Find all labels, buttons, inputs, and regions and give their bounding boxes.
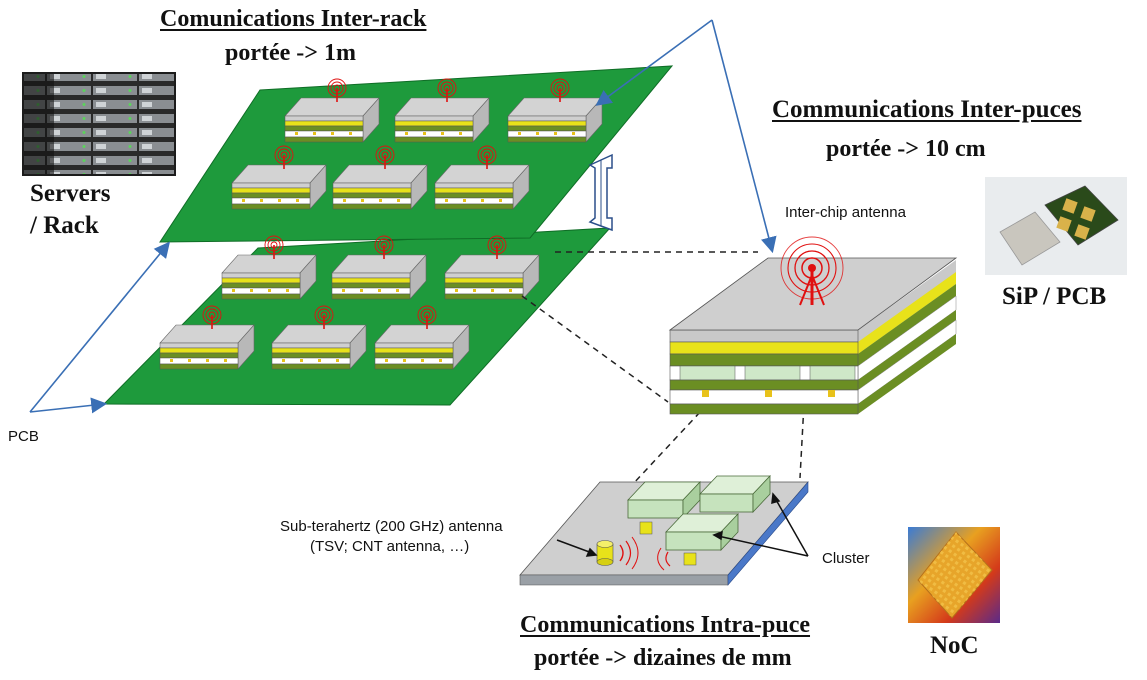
rack-label: / Rack xyxy=(30,212,99,239)
antenna-icon xyxy=(487,235,507,259)
antenna-icon xyxy=(202,305,222,329)
pcb-label: PCB xyxy=(8,428,39,445)
sip-chip-zoom xyxy=(668,236,958,415)
board-gap-double-arrow xyxy=(588,153,613,232)
intra-puce-title: Communications Intra-puce xyxy=(520,612,811,638)
tsv-antenna-icon xyxy=(596,521,697,571)
chip-stack xyxy=(507,78,603,143)
sip-pcb-label: SiP / PCB xyxy=(1002,283,1107,310)
antenna-icon xyxy=(274,145,294,169)
server-rack-photo xyxy=(22,72,176,176)
antenna-icon xyxy=(314,305,334,329)
chip-stack xyxy=(374,305,470,370)
noc-chip-photo xyxy=(908,527,1000,623)
chip-stack xyxy=(271,305,367,370)
inter-rack-range: portée -> 1m xyxy=(225,40,356,66)
inter-chip-antenna-icon xyxy=(780,236,844,306)
chip-stack xyxy=(394,78,490,143)
intra-chip-die xyxy=(519,474,809,586)
antenna-icon xyxy=(437,78,457,102)
cluster-label: Cluster xyxy=(822,550,870,567)
chip-stack xyxy=(159,305,255,370)
pcb-blue-arrows xyxy=(29,19,777,414)
servers-label: Servers xyxy=(30,180,111,207)
antenna-icon xyxy=(374,235,394,259)
intra-pointer-arrows xyxy=(556,492,809,557)
chip-stack-group xyxy=(159,78,603,370)
antenna-icon xyxy=(375,145,395,169)
chip-stack xyxy=(434,145,530,210)
inter-puces-title: Communications Inter-puces xyxy=(772,96,1082,123)
chip-stack xyxy=(231,145,327,210)
chip-stack xyxy=(284,78,380,143)
noc-label: NoC xyxy=(930,632,979,659)
sip-package-photo xyxy=(985,177,1127,275)
chip-stack xyxy=(332,145,428,210)
chip-stack xyxy=(221,235,317,300)
antenna-icon xyxy=(550,78,570,102)
chip-stack xyxy=(444,235,540,300)
subthz-antenna-label-2: (TSV; CNT antenna, …) xyxy=(310,538,470,555)
inter-rack-title: Comunications Inter-rack xyxy=(160,6,427,32)
subthz-antenna-label-1: Sub-terahertz (200 GHz) antenna xyxy=(280,518,503,535)
antenna-icon xyxy=(417,305,437,329)
inter-puces-range: portée -> 10 cm xyxy=(826,136,986,162)
cluster-blocks xyxy=(627,474,771,552)
antenna-icon xyxy=(477,145,497,169)
lower-pcb-board xyxy=(102,227,612,406)
antenna-icon xyxy=(327,78,347,102)
antenna-icon xyxy=(264,235,284,259)
inter-chip-antenna-label: Inter-chip antenna xyxy=(785,204,906,221)
intra-puce-range: portée -> dizaines de mm xyxy=(534,645,792,671)
chip-stack xyxy=(331,235,427,300)
